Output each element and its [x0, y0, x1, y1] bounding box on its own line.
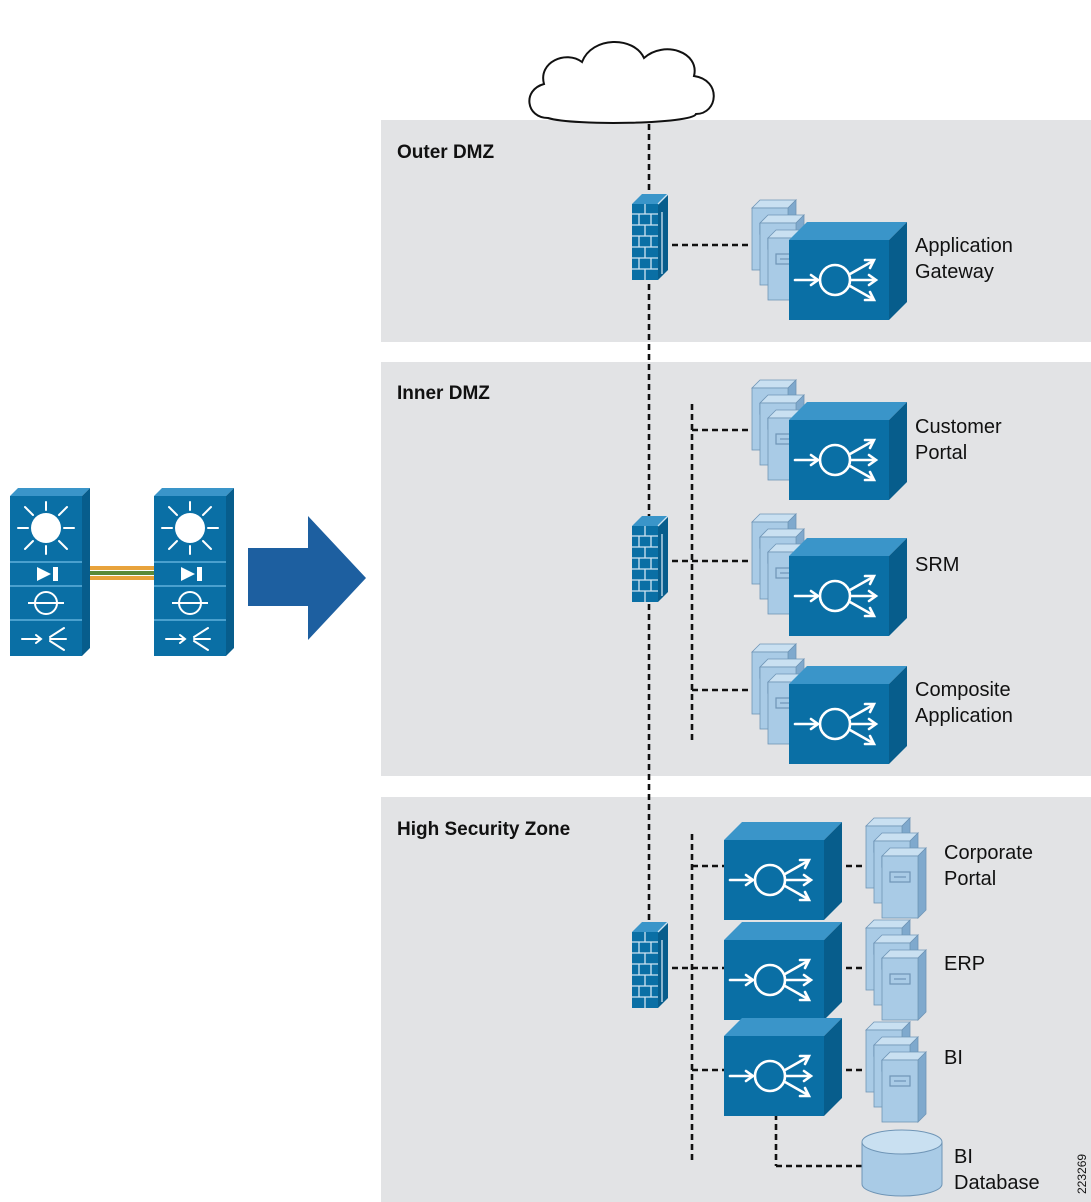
erp-label: ERP — [944, 953, 985, 975]
links — [662, 243, 868, 1168]
firewall-icon — [631, 515, 669, 603]
corporate-portal-label: Corporate Portal — [944, 842, 1039, 890]
server-stack-icon — [866, 920, 926, 1020]
right-arrow-icon — [248, 516, 366, 640]
application-gateway-label: Application Gateway — [915, 235, 1018, 283]
outer-dmz-title: Outer DMZ — [397, 142, 495, 163]
multilayer-switch-stack-icon — [153, 487, 235, 657]
content-switch-icon — [787, 664, 909, 766]
content-switch-icon — [722, 820, 844, 922]
content-switch-icon — [787, 220, 909, 322]
firewall-icon — [631, 193, 669, 281]
firewall-icon — [631, 921, 669, 1009]
srm-label: SRM — [915, 554, 959, 576]
figure-number: 223269 — [1075, 1154, 1089, 1194]
server-stack-icon — [866, 1022, 926, 1122]
inner-dmz-title: Inner DMZ — [397, 383, 490, 404]
cloud-icon — [528, 41, 715, 124]
database-icon — [861, 1129, 943, 1197]
outer-dmz-zone — [381, 120, 1091, 342]
content-switch-icon — [787, 536, 909, 638]
switch-interconnect-link — [90, 566, 154, 580]
high-security-zone-title: High Security Zone — [397, 819, 570, 840]
server-stack-icon — [866, 818, 926, 918]
composite-application-label: Composite Application — [915, 679, 1016, 727]
content-switch-icon — [722, 920, 844, 1022]
customer-portal-label: Customer Portal — [915, 416, 1007, 464]
bi-database-label: BI Database — [954, 1146, 1040, 1194]
bi-label: BI — [944, 1047, 963, 1069]
multilayer-switch-stack-icon — [9, 487, 91, 657]
content-switch-icon — [722, 1016, 844, 1118]
content-switch-icon — [787, 400, 909, 502]
